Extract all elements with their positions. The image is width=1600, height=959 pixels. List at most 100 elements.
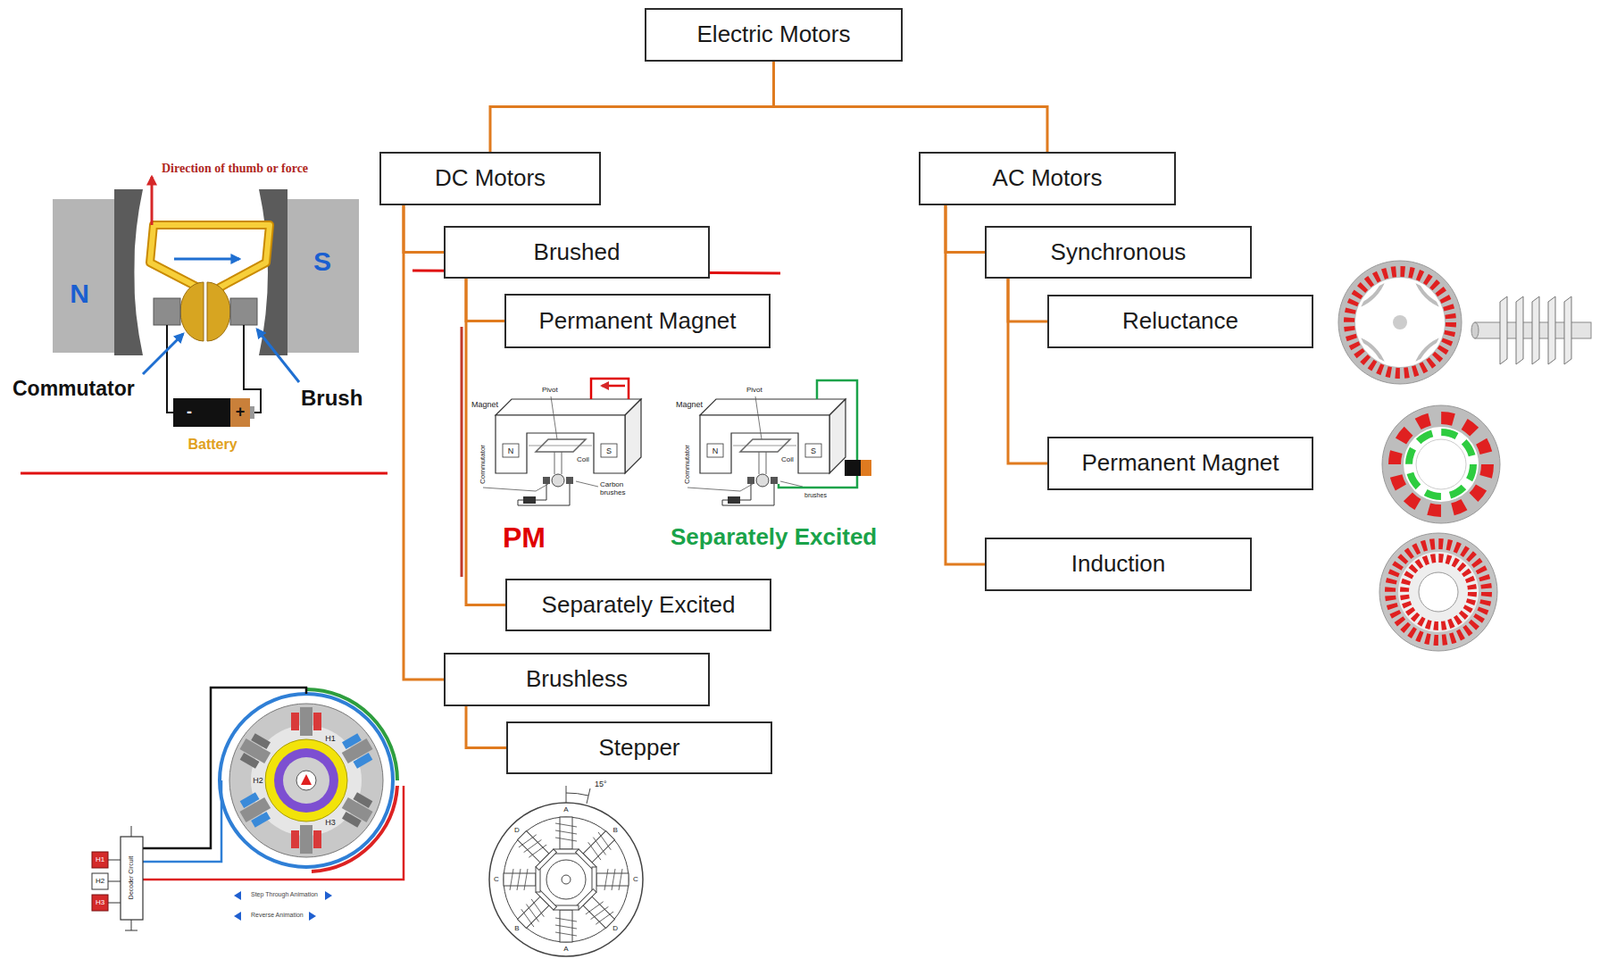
figure-label: S	[313, 246, 332, 278]
brush-block	[153, 298, 181, 325]
stator-slots	[1349, 271, 1451, 374]
figure-label: N	[508, 446, 515, 456]
pm-highlight	[591, 378, 629, 400]
stator-tooth	[291, 707, 322, 736]
figure-label: C	[492, 875, 500, 884]
figure-label: H2	[95, 876, 105, 885]
stator-tooth	[240, 752, 260, 769]
figure-label: Magnet	[675, 400, 704, 409]
rotor-face	[1355, 277, 1445, 367]
reluctance-rotor	[1471, 296, 1592, 365]
coil	[535, 439, 586, 452]
rotor-core	[283, 757, 330, 804]
sensor-square	[91, 894, 109, 911]
leader-line	[550, 396, 558, 440]
box-label: Electric Motors	[697, 20, 851, 49]
category-box: Synchronous	[984, 225, 1252, 279]
brush-block	[230, 298, 258, 325]
box-label: DC Motors	[434, 164, 546, 192]
stator-tooth	[313, 712, 322, 731]
box-label: AC Motors	[992, 164, 1103, 192]
shaft-end	[1471, 322, 1479, 339]
stator-slots	[1394, 417, 1488, 511]
flux-barriers	[1303, 336, 1386, 419]
tree-connector	[1008, 278, 1048, 464]
shaft	[561, 875, 571, 884]
figure-label: -	[186, 402, 192, 422]
coil-lead	[561, 451, 563, 475]
stator-pole	[518, 899, 547, 927]
phase-wire	[219, 693, 393, 867]
force-arrow	[150, 176, 154, 225]
magnet-motor-figure	[483, 396, 642, 506]
angle-line	[566, 785, 567, 803]
figure-label: PM	[502, 521, 546, 555]
figure-label: Direction of thumb or force	[161, 161, 309, 176]
box-label: Reluctance	[1122, 307, 1239, 335]
current-arrow	[174, 258, 240, 261]
wire	[108, 859, 121, 861]
rotor-lamination	[1500, 296, 1508, 365]
stator-pole	[591, 866, 629, 892]
wire	[166, 325, 174, 413]
pivot-axis	[528, 445, 592, 447]
pole-shoe	[258, 189, 288, 356]
box-label: Permanent Magnet	[1081, 449, 1279, 477]
wire	[142, 780, 222, 862]
battery-body	[173, 398, 231, 427]
wire	[142, 687, 307, 849]
figure-label: Step Through Animation	[250, 891, 318, 899]
stator-core	[1379, 533, 1498, 651]
angle-line	[586, 788, 591, 804]
carbon-brush	[542, 476, 550, 484]
category-box: DC Motors	[379, 151, 601, 206]
category-box: Separately Excited	[505, 578, 772, 632]
ground-symbol	[125, 930, 138, 932]
wire	[517, 483, 570, 506]
flux-barriers	[1317, 240, 1372, 294]
stator-tooth	[291, 712, 300, 731]
tree-connector	[1008, 278, 1048, 322]
flux-barriers	[1428, 240, 1483, 294]
field-circuit	[816, 380, 858, 460]
rotor-lamination	[1532, 296, 1540, 365]
rotor-magnet	[274, 748, 339, 813]
figure-label: brushes	[804, 491, 827, 500]
tree-connector	[466, 278, 505, 322]
figure-label: Commutator	[478, 444, 487, 484]
field-circuit	[778, 475, 858, 488]
figure-label: B	[611, 825, 618, 834]
category-box: Induction	[984, 537, 1252, 592]
induction-machine	[1379, 533, 1498, 651]
stator-tooth	[341, 811, 362, 828]
wire	[142, 785, 404, 880]
stator-pole	[518, 832, 547, 860]
tree-connector	[945, 205, 985, 565]
category-box: Brushed	[443, 225, 710, 279]
figure-label: A	[562, 944, 569, 953]
leader-arrow	[142, 333, 184, 375]
stator-pole	[513, 826, 558, 871]
sensor-square	[91, 873, 109, 890]
leader-arrow	[257, 329, 300, 383]
category-box: Stepper	[506, 721, 773, 775]
box-label: Permanent Magnet	[538, 307, 736, 335]
figure-label: S	[810, 446, 817, 456]
stator-tooth	[250, 811, 271, 828]
stator-pole	[503, 866, 541, 892]
category-box: Brushless	[443, 652, 710, 707]
reluctance-stator	[1303, 225, 1497, 419]
stator-pole	[553, 905, 579, 910]
battery	[523, 496, 536, 504]
stator-pole	[553, 905, 579, 942]
category-box: Permanent Magnet	[504, 293, 771, 349]
category-box: Reluctance	[1047, 294, 1314, 349]
figure-label: D	[611, 925, 619, 934]
figure-label: Decoder Circuit	[127, 856, 135, 900]
wire	[108, 902, 121, 904]
figure-label: Brush	[300, 385, 363, 411]
stator-pole	[604, 868, 623, 891]
figure-label: B	[513, 925, 520, 934]
